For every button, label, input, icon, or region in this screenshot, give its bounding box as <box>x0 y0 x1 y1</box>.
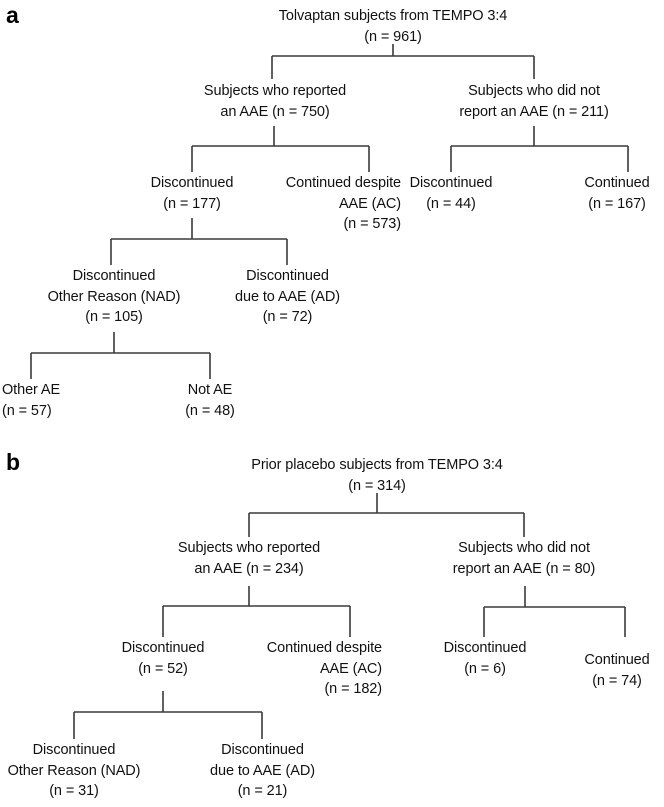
node-b-disc-due-to-aae: Discontinued due to AAE (AD) (n = 21) <box>210 742 315 799</box>
edge-b-notreported-split <box>483 586 626 637</box>
node-a-discontinued-left: Discontinued (n = 177) <box>150 175 234 212</box>
panel-letter-a: a <box>6 2 19 28</box>
panel-letter-b: b <box>6 449 21 475</box>
node-b-root: Prior placebo subjects from TEMPO 3:4 (n… <box>251 457 503 494</box>
node-a-disc-due-to-aae: Discontinued due to AAE (AD) (n = 72) <box>235 268 340 325</box>
node-b-continued-right: Continued (n = 74) <box>584 652 650 689</box>
edge-b-root-split <box>248 493 525 537</box>
node-b-reported-aae: Subjects who reported an AAE (n = 234) <box>177 540 321 577</box>
node-a-not-ae: Not AE (n = 48) <box>185 382 235 419</box>
edge-a-reported-split <box>191 126 370 172</box>
node-a-reported-aae: Subjects who reported an AAE (n = 750) <box>203 83 347 120</box>
node-b-discontinued-right: Discontinued (n = 6) <box>443 640 527 677</box>
node-a-other-ae: Other AE (n = 57) <box>2 382 61 419</box>
edge-b-reported-split <box>162 586 351 637</box>
node-b-discontinued-left: Discontinued (n = 52) <box>121 640 205 677</box>
edge-a-notreported-split <box>450 126 629 172</box>
node-b-disc-other-reason: Discontinued Other Reason (NAD) (n = 31) <box>7 742 141 799</box>
node-a-continued-right: Continued (n = 167) <box>584 175 650 212</box>
node-b-not-reported-aae: Subjects who did not report an AAE (n = … <box>452 540 596 577</box>
node-a-discontinued-right: Discontinued (n = 44) <box>409 175 493 212</box>
edge-a-nad-split <box>30 332 211 379</box>
node-a-not-reported-aae: Subjects who did not report an AAE (n = … <box>459 83 609 120</box>
edge-a-root-split <box>271 44 535 79</box>
node-a-continued-despite: Continued despite AAE (AC) (n = 573) <box>285 175 401 232</box>
node-a-root: Tolvaptan subjects from TEMPO 3:4 (n = 9… <box>278 8 508 45</box>
node-a-disc-other-reason: Discontinued Other Reason (NAD) (n = 105… <box>47 268 181 325</box>
node-b-continued-despite: Continued despite AAE (AC) (n = 182) <box>266 640 382 697</box>
